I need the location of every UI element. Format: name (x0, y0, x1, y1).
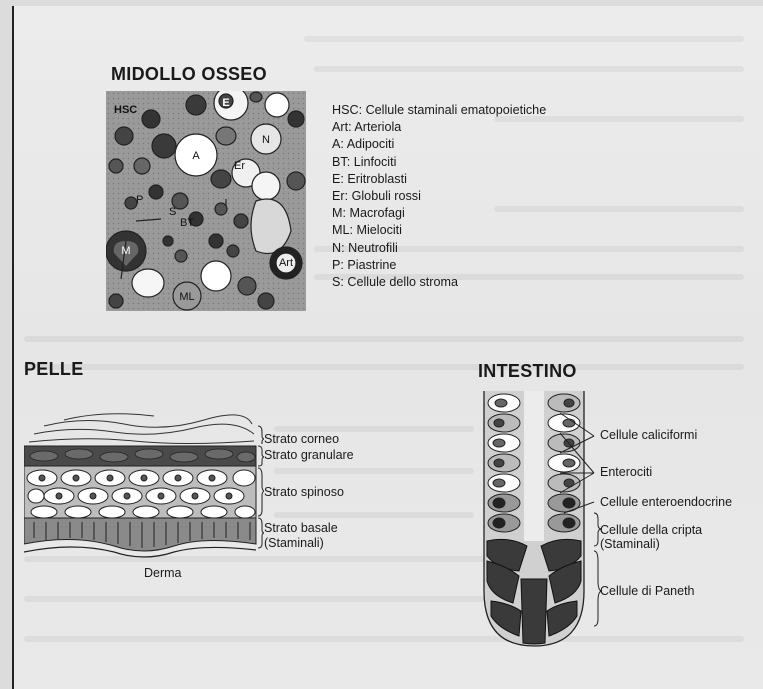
marrow-legend: HSC: Cellule staminali ematopoietiche Ar… (332, 102, 546, 291)
legend-hsc: HSC: Cellule staminali ematopoietiche (332, 102, 546, 119)
legend-a: A: Adipociti (332, 136, 546, 153)
label-strato-granulare: Strato granulare (264, 448, 354, 462)
tag-p: P (136, 194, 143, 206)
spinous-cells (24, 466, 256, 518)
stratum-corneum-drawing (29, 414, 254, 444)
legend-m: M: Macrofagi (332, 205, 546, 222)
label-enterociti: Enterociti (600, 465, 652, 479)
tag-hsc: HSC (114, 104, 137, 116)
legend-n: N: Neutrofili (332, 240, 546, 257)
label-staminali-skin: (Staminali) (264, 536, 324, 550)
legend-ml: ML: Mielociti (332, 222, 546, 239)
label-strato-corneo: Strato corneo (264, 432, 339, 446)
legend-er: Er: Globuli rossi (332, 188, 546, 205)
label-cellule-di-paneth: Cellule di Paneth (600, 584, 695, 598)
label-cellule-della-cripta: Cellule della cripta (600, 523, 702, 537)
label-staminali-intestine: (Staminali) (600, 537, 660, 551)
textbook-page: MIDOLLO OSSEO (12, 6, 763, 689)
intestine-title: INTESTINO (478, 361, 577, 382)
legend-bt: BT: Linfociti (332, 154, 546, 171)
tag-ml: ML (179, 291, 194, 303)
label-cellule-enteroendocrine: Cellule enteroendocrine (600, 495, 732, 509)
legend-p: P: Piastrine (332, 257, 546, 274)
tag-m: M (121, 245, 130, 257)
label-strato-spinoso: Strato spinoso (264, 485, 344, 499)
legend-s: S: Cellule dello stroma (332, 274, 546, 291)
tag-n: N (262, 134, 270, 146)
tag-a: A (192, 150, 200, 162)
skin-title: PELLE (24, 359, 84, 380)
label-strato-basale: Strato basale (264, 521, 338, 535)
legend-art: Art: Arteriola (332, 119, 546, 136)
label-cellule-caliciformi: Cellule caliciformi (600, 428, 697, 442)
tag-art: Art (279, 257, 293, 269)
legend-e: E: Eritroblasti (332, 171, 546, 188)
tag-e: E (222, 97, 229, 109)
tag-s: S (169, 206, 176, 218)
tag-er: Er (234, 160, 245, 172)
basal-cells (24, 518, 256, 551)
skin-illustration (24, 406, 264, 566)
tag-bt: BT (180, 217, 194, 229)
label-derma: Derma (144, 566, 182, 580)
bone-marrow-illustration: HSC E N A Er P S BT M Art ML (106, 91, 306, 311)
marrow-title: MIDOLLO OSSEO (111, 64, 267, 85)
